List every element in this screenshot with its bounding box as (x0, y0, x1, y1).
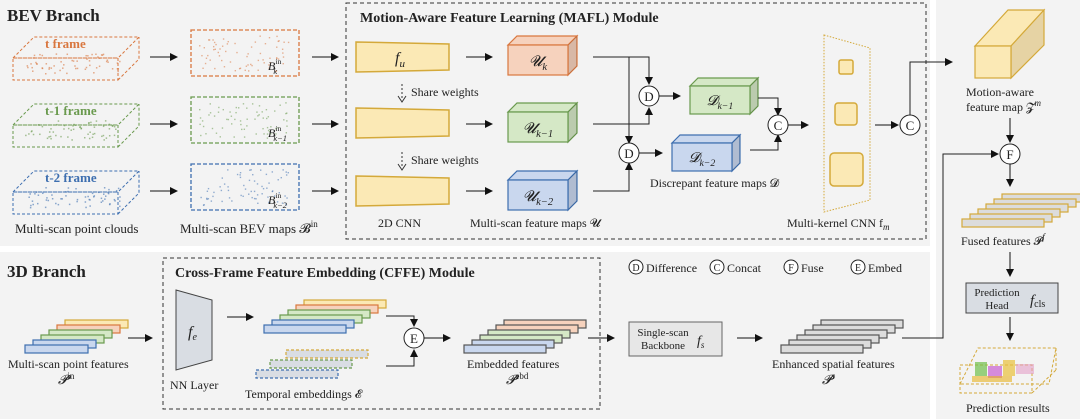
feature-map-u-2: 𝓤k−2 (508, 171, 577, 210)
input-caption: Multi-scan point features (8, 357, 129, 371)
cnn-caption: 2D CNN (378, 216, 421, 230)
legend-item-embed: E Embed (851, 260, 902, 275)
concat-op-2: C (900, 115, 920, 135)
prediction-caption: Prediction results (966, 401, 1050, 415)
enhanced-caption: Enhanced spatial features (772, 357, 895, 371)
frame-label: t frame (45, 36, 86, 51)
nn-caption: NN Layer (170, 378, 218, 392)
legend-item-difference: D Difference (629, 260, 697, 275)
frame-label: t-2 frame (45, 170, 97, 185)
fused-caption: Fused features 𝓟f (961, 232, 1046, 248)
feature-map-u-1: 𝓤k−1 (508, 103, 577, 142)
svg-text:E: E (855, 263, 861, 274)
svg-text:C: C (774, 118, 783, 133)
bev-branch-title: BEV Branch (7, 6, 100, 25)
motion-map-caption-2: feature map 𝓩m (966, 98, 1042, 114)
cnn-encoder-k-1 (356, 108, 449, 138)
temporal-embedding (256, 370, 338, 378)
feature-layer (464, 345, 546, 353)
concat-op-1: C (768, 115, 788, 135)
prediction-head: Prediction Head fcls (966, 283, 1058, 313)
svg-text:Fuse: Fuse (801, 261, 824, 275)
svg-text:Single-scan: Single-scan (637, 327, 689, 339)
svg-text:F: F (1006, 147, 1013, 162)
cnn-encoder-k-2 (356, 176, 449, 206)
svg-text:Share weights: Share weights (411, 153, 479, 167)
legend-item-concat: C Concat (710, 260, 762, 275)
feature-layer (25, 345, 88, 353)
discrepant-map-1: 𝓓k−2 (672, 135, 740, 171)
svg-text:F: F (788, 263, 794, 274)
embed-op: E (404, 328, 424, 348)
discrepant-map-0: 𝓓k−1 (690, 78, 758, 114)
svg-text:Difference: Difference (646, 261, 697, 275)
svg-text:C: C (906, 118, 915, 133)
motion-map-caption-1: Motion-aware (966, 85, 1034, 99)
svg-text:Head: Head (985, 300, 1009, 312)
legend-item-fuse: F Fuse (784, 260, 824, 275)
svg-text:C: C (714, 263, 721, 274)
single-scan-backbone: Single-scan Backbone fs (629, 322, 722, 356)
svg-text:Backbone: Backbone (641, 340, 685, 352)
temporal-caption: Temporal embeddings 𝓔 (245, 387, 363, 401)
svg-text:D: D (624, 146, 633, 161)
temporal-embedding (286, 350, 368, 358)
svg-text:Concat: Concat (727, 261, 762, 275)
feature-map-u-0: 𝓤k (508, 36, 577, 75)
feature-layer (962, 219, 1044, 227)
difference-op-2: D (619, 143, 639, 163)
cffe-module-title: Cross-Frame Feature Embedding (CFFE) Mod… (175, 266, 475, 281)
discrepant-caption: Discrepant feature maps 𝓓 (650, 176, 780, 190)
bev-maps-caption: Multi-scan BEV maps 𝓑in (180, 219, 318, 236)
svg-text:Embed: Embed (868, 261, 902, 275)
mafl-module-title: Motion-Aware Feature Learning (MAFL) Mod… (360, 11, 659, 26)
embedded-caption: Embedded features (467, 357, 560, 371)
svg-text:E: E (410, 331, 418, 346)
point-clouds-caption: Multi-scan point clouds (15, 221, 139, 236)
feature-layer (781, 345, 863, 353)
3d-branch-title: 3D Branch (7, 262, 86, 281)
svg-text:D: D (632, 263, 639, 274)
frame-label: t-1 frame (45, 103, 97, 118)
nn-layer: fe (176, 290, 212, 370)
svg-text:Share weights: Share weights (411, 85, 479, 99)
svg-text:Prediction: Prediction (974, 287, 1020, 299)
feature-maps-caption: Multi-scan feature maps 𝓤 (470, 216, 603, 230)
fuse-op: F (1000, 144, 1020, 164)
difference-op-1: D (639, 86, 659, 106)
temporal-embedding (270, 360, 352, 368)
svg-text:D: D (644, 89, 653, 104)
cnn-encoder-k: fu (356, 42, 449, 72)
multi-kernel-caption: Multi-kernel CNN fm (787, 216, 890, 232)
feature-layer (264, 325, 346, 333)
